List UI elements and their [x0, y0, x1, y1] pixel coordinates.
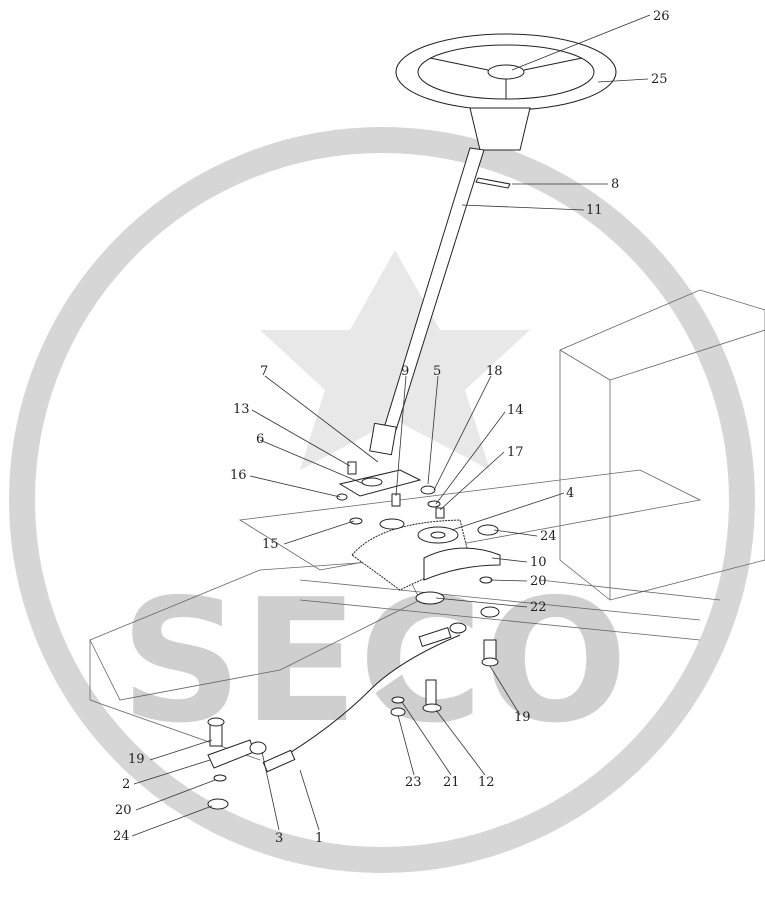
callout-17: 17	[507, 445, 524, 460]
callout-12: 12	[478, 775, 495, 790]
callout-20-right: 20	[530, 574, 547, 589]
callout-14: 14	[507, 403, 524, 418]
column-mount	[336, 461, 422, 525]
callout-21: 21	[443, 775, 460, 790]
callout-11: 11	[586, 203, 603, 218]
callout-3: 3	[275, 831, 283, 846]
seco-watermark: SECO	[9, 127, 755, 873]
callout-18: 18	[486, 364, 503, 379]
watermark-star	[260, 250, 530, 470]
left-end-parts	[207, 717, 267, 810]
watermark-ring	[9, 127, 755, 873]
callout-10: 10	[530, 555, 547, 570]
callout-26: 26	[653, 9, 670, 24]
callout-7: 7	[260, 364, 268, 379]
callout-25: 25	[651, 72, 668, 87]
callout-20-left: 20	[115, 803, 132, 818]
callout-23: 23	[405, 775, 422, 790]
callout-19-left: 19	[128, 752, 145, 767]
watermark-text: SECO	[120, 563, 628, 761]
callout-2: 2	[122, 777, 130, 792]
callout-13: 13	[233, 402, 250, 417]
callout-24-bottom: 24	[113, 829, 130, 844]
callout-15: 15	[262, 537, 279, 552]
callout-19-right: 19	[514, 710, 531, 725]
callout-9: 9	[401, 364, 409, 379]
drag-link	[262, 606, 500, 773]
callout-22: 22	[530, 600, 547, 615]
callout-5: 5	[433, 364, 441, 379]
steering-shaft	[369, 147, 511, 456]
callout-6: 6	[256, 432, 264, 447]
callout-4: 4	[566, 486, 574, 501]
leader-lines	[131, 14, 651, 837]
mower-frame	[89, 289, 765, 761]
callout-8: 8	[611, 177, 619, 192]
callout-1: 1	[315, 831, 323, 846]
callout-16: 16	[230, 468, 247, 483]
callout-labels: 26 25 8 11 7 9 5 18 14 13 6 17 16 4 24 1…	[113, 9, 670, 846]
callout-24-top: 24	[540, 529, 557, 544]
sector-gear	[351, 485, 501, 605]
